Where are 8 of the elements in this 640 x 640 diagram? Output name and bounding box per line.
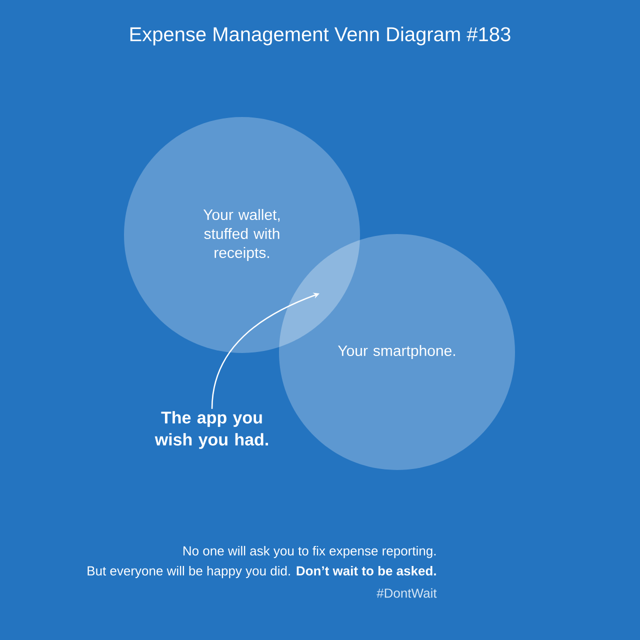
circle-label: Your smartphone. bbox=[338, 345, 455, 359]
overlap-region bbox=[279, 240, 360, 347]
title: Expense Management Venn Diagram #183 bbox=[130, 26, 510, 46]
footer-text: No one will ask you to fix expense reporting. bbox=[184, 546, 436, 558]
circle-label: Your wallet, stuffed with receipts. bbox=[203, 209, 280, 261]
footer-text: But everyone will be happy you did. Don’t wait to be asked. bbox=[88, 566, 436, 578]
hashtag: #DontWait bbox=[376, 588, 437, 598]
callout-text: The app you wish you had. bbox=[154, 411, 268, 449]
